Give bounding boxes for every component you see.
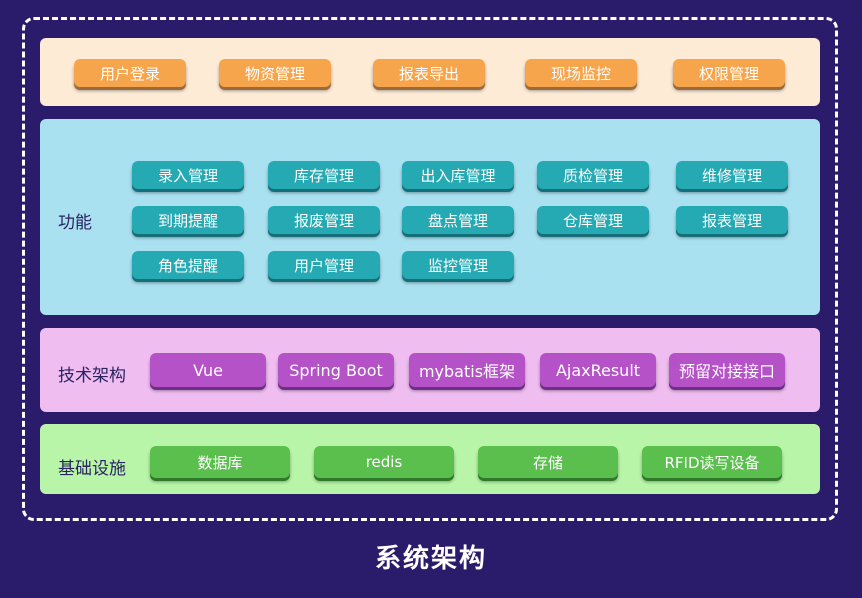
diagram-caption: 系统架构 xyxy=(374,544,487,574)
monitoring-management-button[interactable]: 监控管理 xyxy=(402,251,514,279)
mybatis-button[interactable]: mybatis框架 xyxy=(409,353,525,387)
report-export-button[interactable]: 报表导出 xyxy=(373,59,485,87)
user-management-button[interactable]: 用户管理 xyxy=(268,251,380,279)
user-login-button[interactable]: 用户登录 xyxy=(74,59,186,87)
tech-layer-panel: 技术架构 Vue Spring Boot mybatis框架 AjaxResul… xyxy=(40,328,820,412)
inbound-outbound-management-button[interactable]: 出入库管理 xyxy=(402,161,514,189)
tech-layer-label: 技术架构 xyxy=(58,366,126,386)
top-layer-panel: 用户登录 物资管理 报表导出 现场监控 权限管理 xyxy=(40,38,820,106)
infrastructure-layer-panel: 基础设施 数据库 redis 存储 RFID读写设备 xyxy=(40,424,820,494)
function-layer-label: 功能 xyxy=(58,213,92,233)
expiry-reminder-button[interactable]: 到期提醒 xyxy=(132,206,244,234)
system-boundary-frame xyxy=(22,17,838,521)
vue-button[interactable]: Vue xyxy=(150,353,266,387)
rfid-device-button[interactable]: RFID读写设备 xyxy=(642,446,782,478)
permission-management-button[interactable]: 权限管理 xyxy=(673,59,785,87)
stocktake-management-button[interactable]: 盘点管理 xyxy=(402,206,514,234)
warehouse-management-button[interactable]: 仓库管理 xyxy=(537,206,649,234)
reserved-interface-button[interactable]: 预留对接接口 xyxy=(669,353,785,387)
report-management-button[interactable]: 报表管理 xyxy=(676,206,788,234)
function-layer-panel: 功能 录入管理 库存管理 出入库管理 质检管理 维修管理 到期提醒 报废管理 盘… xyxy=(40,119,820,315)
site-monitoring-button[interactable]: 现场监控 xyxy=(525,59,637,87)
entry-management-button[interactable]: 录入管理 xyxy=(132,161,244,189)
ajaxresult-button[interactable]: AjaxResult xyxy=(540,353,656,387)
database-button[interactable]: 数据库 xyxy=(150,446,290,478)
scrap-management-button[interactable]: 报废管理 xyxy=(268,206,380,234)
inventory-management-button[interactable]: 库存管理 xyxy=(268,161,380,189)
infrastructure-layer-label: 基础设施 xyxy=(58,459,126,479)
material-management-button[interactable]: 物资管理 xyxy=(219,59,331,87)
role-reminder-button[interactable]: 角色提醒 xyxy=(132,251,244,279)
storage-button[interactable]: 存储 xyxy=(478,446,618,478)
redis-button[interactable]: redis xyxy=(314,446,454,478)
quality-inspection-button[interactable]: 质检管理 xyxy=(537,161,649,189)
maintenance-management-button[interactable]: 维修管理 xyxy=(676,161,788,189)
spring-boot-button[interactable]: Spring Boot xyxy=(278,353,394,387)
